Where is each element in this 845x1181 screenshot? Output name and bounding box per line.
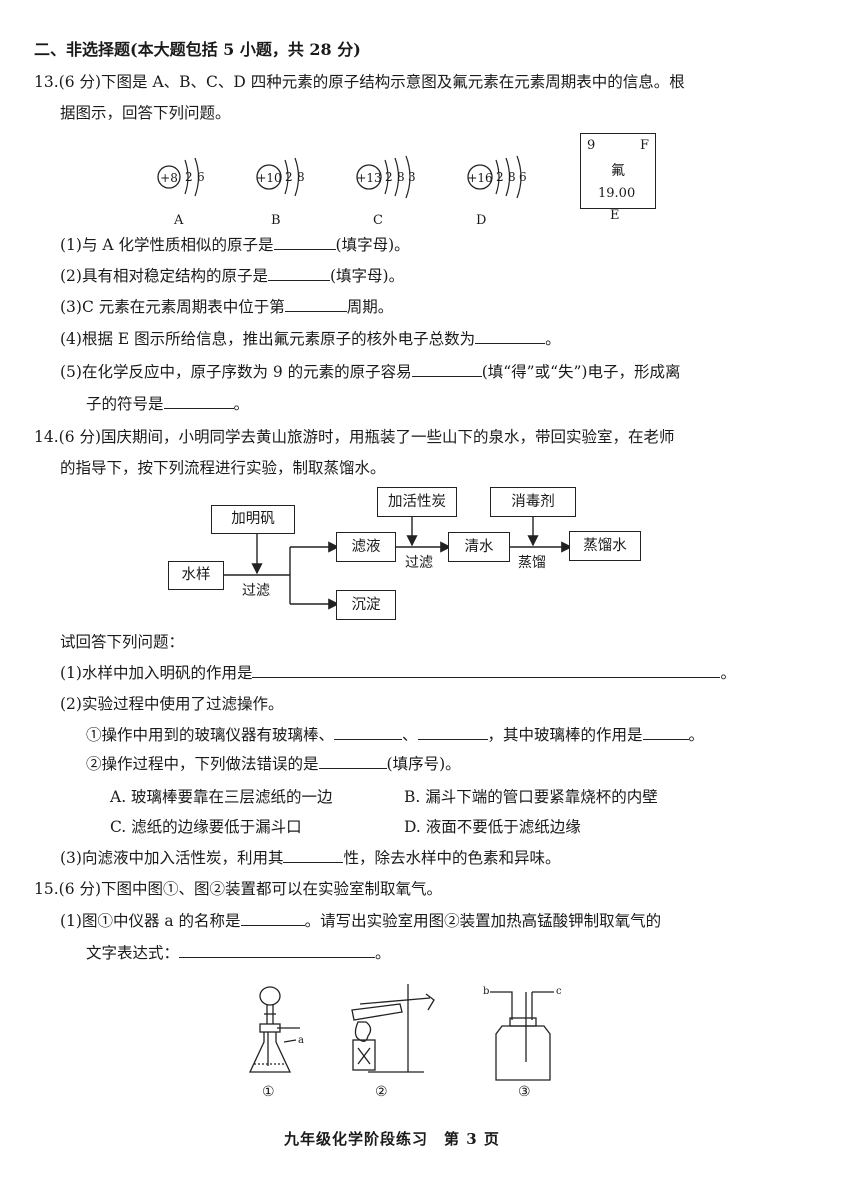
answer-blank[interactable]	[642, 724, 689, 740]
apparatus-figures: a ① ② b c ③	[248, 984, 562, 1100]
shell-electrons: 2	[496, 170, 504, 184]
atom-D: +16 2 8 6 D	[467, 155, 527, 228]
q14-option-d: D. 液面不要低于滤纸边缘	[404, 818, 581, 836]
atom-diagrams: +8 2 6 A +10 2 8 B +13 2 8 3 C +16 2 8 6…	[157, 155, 527, 228]
figure-2-heating-setup	[351, 984, 435, 1073]
atom-label: A	[173, 213, 184, 228]
flow-label-filter: 过滤	[405, 555, 433, 571]
atom-C: +13 2 8 3 C	[356, 155, 416, 228]
q14-sub2-2: ②操作过程中，下列做法错误的是(填序号)。	[86, 752, 461, 774]
q14-sub1: (1)水样中加入明矾的作用是。	[60, 661, 736, 683]
figure-3-label: ③	[518, 1084, 531, 1100]
answer-blank[interactable]	[417, 724, 488, 740]
atom-nucleus: +16	[467, 171, 492, 185]
answer-blank[interactable]	[411, 361, 482, 377]
shell-electrons: 2	[185, 170, 193, 184]
shell-electrons: 2	[285, 170, 293, 184]
shell-electrons: 8	[397, 170, 405, 184]
q13-sub1: (1)与 A 化学性质相似的原子是(填字母)。	[60, 233, 410, 255]
answer-blank[interactable]	[163, 393, 234, 409]
q14-stem-line1: 14.(6 分)国庆期间，小明同学去黄山旅游时，用瓶装了一些山下的泉水，带回实验…	[34, 428, 675, 446]
flow-box-sample: 水样	[168, 561, 224, 590]
label-a: a	[298, 1035, 304, 1046]
atom-A: +8 2 6 A	[157, 157, 205, 228]
q14-prompt: 试回答下列问题：	[60, 633, 185, 651]
flow-box-clear-water: 清水	[448, 532, 510, 562]
flow-box-disinfectant: 消毒剂	[490, 487, 576, 517]
q13-sub3: (3)C 元素在元素周期表中位于第周期。	[60, 295, 393, 317]
element-card: 9 F 氟 19.00	[580, 133, 656, 209]
atomic-mass: 19.00	[598, 186, 636, 201]
flow-box-carbon: 加活性炭	[377, 487, 457, 517]
answer-blank[interactable]	[318, 753, 387, 769]
shell-electrons: 8	[508, 170, 516, 184]
answer-blank[interactable]	[240, 910, 305, 926]
atom-B: +10 2 8 B	[256, 157, 305, 228]
q14-sub2: (2)实验过程中使用了过滤操作。	[60, 695, 284, 713]
q14-option-c: C. 滤纸的边缘要低于漏斗口	[110, 818, 302, 836]
q14-option-a: A. 玻璃棒要靠在三层滤纸的一边	[110, 788, 333, 806]
figure-3-gas-bottle	[490, 991, 554, 1081]
q13-sub2: (2)具有相对稳定结构的原子是(填字母)。	[60, 264, 404, 286]
label-c: c	[556, 986, 562, 997]
q13-sub5: (5)在化学反应中，原子序数为 9 的元素的原子容易(填“得”或“失”)电子，形…	[60, 360, 680, 382]
q13-sub5-cont: 子的符号是。	[86, 392, 249, 414]
q15-sub1: (1)图①中仪器 a 的名称是。请写出实验室用图②装置加热高锰酸钾制取氧气的	[60, 909, 661, 931]
q15-sub1-cont: 文字表达式：。	[86, 941, 391, 963]
section-title: 二、非选择题(本大题包括 5 小题，共 28 分)	[34, 40, 361, 59]
shell-electrons: 2	[385, 170, 393, 184]
answer-blank[interactable]	[284, 296, 347, 312]
shell-electrons: 3	[408, 170, 416, 184]
element-name: 氟	[611, 163, 625, 179]
figure-2-label: ②	[375, 1084, 388, 1100]
q13-stem-line2: 据图示，回答下列问题。	[60, 104, 231, 122]
answer-blank[interactable]	[273, 234, 336, 250]
flow-label-distill: 蒸馏	[518, 555, 546, 571]
shell-electrons: 8	[297, 170, 305, 184]
flow-box-filtrate: 滤液	[336, 532, 396, 562]
shell-electrons: 6	[197, 170, 205, 184]
atom-label: B	[271, 213, 281, 228]
atom-nucleus: +8	[160, 171, 178, 185]
q14-sub2-1: ①操作中用到的玻璃仪器有玻璃棒、、，其中玻璃棒的作用是。	[86, 723, 704, 745]
element-symbol: F	[639, 138, 649, 153]
q14-option-b: B. 漏斗下端的管口要紧靠烧杯的内壁	[404, 788, 658, 806]
flow-box-distilled-water: 蒸馏水	[569, 531, 641, 561]
q13-stem-line1: 13.(6 分)下图是 A、B、C、D 四种元素的原子结构示意图及氟元素在元素周…	[34, 73, 685, 91]
shell-electrons: 6	[519, 170, 527, 184]
figure-1-label: ①	[262, 1084, 275, 1100]
answer-blank[interactable]	[179, 942, 376, 958]
atom-nucleus: +10	[256, 171, 281, 185]
answer-blank[interactable]	[252, 662, 721, 678]
answer-blank[interactable]	[267, 265, 330, 281]
flow-label-filter: 过滤	[242, 583, 270, 599]
flow-box-precipitate: 沉淀	[336, 590, 396, 620]
label-b: b	[483, 986, 489, 997]
page-footer: 九年级化学阶段练习 第 3 页	[284, 1130, 500, 1148]
atom-label: C	[373, 213, 383, 228]
q14-sub3: (3)向滤液中加入活性炭，利用其性，除去水样中的色素和异味。	[60, 846, 560, 868]
q15-stem: 15.(6 分)下图中图①、图②装置都可以在实验室制取氧气。	[34, 880, 443, 898]
element-card-label: E	[610, 208, 620, 223]
atomic-number: 9	[587, 138, 596, 153]
answer-blank[interactable]	[283, 847, 344, 863]
answer-blank[interactable]	[334, 724, 403, 740]
figure-1-flask	[248, 986, 300, 1073]
flow-connectors	[222, 515, 573, 610]
q14-stem-line2: 的指导下，按下列流程进行实验，制取蒸馏水。	[60, 459, 386, 477]
atom-label: D	[476, 213, 486, 228]
atom-nucleus: +13	[356, 171, 381, 185]
answer-blank[interactable]	[475, 328, 546, 344]
q13-sub4: (4)根据 E 图示所给信息，推出氟元素原子的核外电子总数为。	[60, 327, 561, 349]
flow-box-alum: 加明矾	[211, 505, 295, 534]
